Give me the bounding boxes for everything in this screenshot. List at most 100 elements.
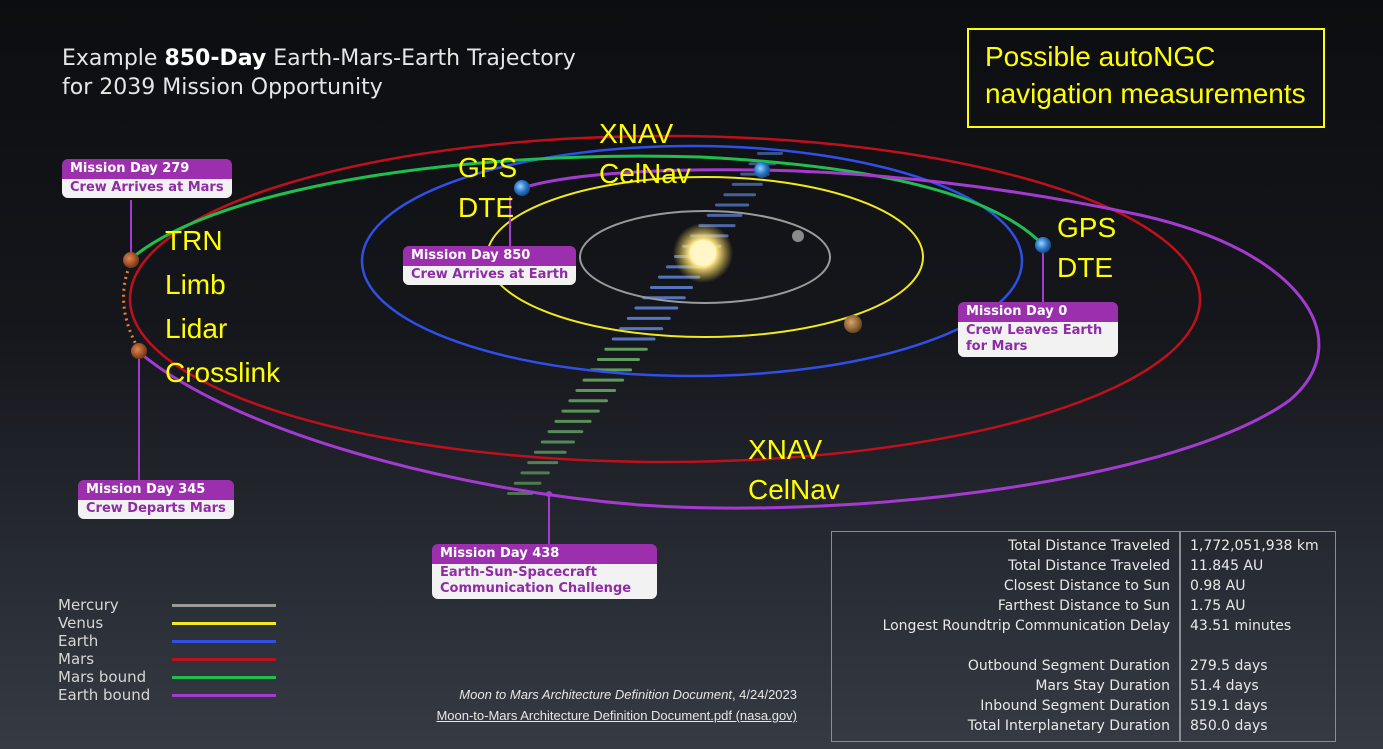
- legend-item: Earth: [58, 632, 288, 650]
- band-dash: [731, 182, 763, 186]
- band-dash: [757, 152, 783, 155]
- callout-day0-body: Crew Leaves Earth for Mars: [958, 322, 1118, 357]
- dte-label: DTE: [458, 192, 514, 223]
- citation: Moon to Mars Architecture Definition Doc…: [372, 684, 797, 726]
- band-dash: [575, 388, 617, 392]
- callout-day0-head: Mission Day 0: [958, 302, 1118, 322]
- sun-core: [690, 240, 716, 266]
- gps-label: GPS: [458, 152, 518, 183]
- mercury-planet: [792, 230, 804, 242]
- legend-label: Earth bound: [58, 686, 151, 704]
- band-dash: [547, 430, 584, 434]
- band-dash: [596, 358, 640, 362]
- legend-item: Venus: [58, 614, 288, 632]
- legend-swatch: [172, 657, 276, 661]
- callout-day0: Mission Day 0 Crew Leaves Earth for Mars: [958, 302, 1118, 357]
- legend-label: Mars bound: [58, 668, 147, 686]
- band-dash: [540, 440, 576, 444]
- legend-swatch: [172, 639, 276, 643]
- stats-label: Total Distance Traveled: [1008, 538, 1170, 554]
- gps-label: GPS: [1057, 212, 1117, 243]
- legend-swatch: [172, 603, 276, 607]
- limb-label: Limb: [165, 269, 226, 300]
- title-suffix: Earth-Mars-Earth Trajectory: [266, 46, 576, 71]
- legend-item: Mercury: [58, 596, 288, 614]
- celnav-label: CelNav: [748, 474, 840, 505]
- callout-day279-body: Crew Arrives at Mars: [62, 179, 232, 198]
- band-dash: [626, 316, 671, 320]
- xnav-label: XNAV: [748, 434, 823, 465]
- band-dash: [634, 306, 679, 310]
- earth-orbit: [360, 144, 1024, 378]
- stats-value: 519.1 days: [1190, 698, 1268, 714]
- stats-label: Total Distance Traveled: [1008, 558, 1170, 574]
- stats-value: 51.4 days: [1190, 678, 1259, 694]
- callout-day279: Mission Day 279 Crew Arrives at Mars: [62, 159, 232, 198]
- stats-value: 850.0 days: [1190, 718, 1268, 734]
- earth-planet-day0: [1035, 237, 1051, 253]
- earth-planet-day850: [514, 180, 530, 196]
- band-dash: [604, 347, 648, 351]
- stats-value: 0.98 AU: [1190, 578, 1246, 594]
- band-dash: [706, 213, 743, 217]
- slide-title: Example 850-Day Earth-Mars-Earth Traject…: [62, 44, 576, 102]
- lidar-label: Lidar: [165, 313, 228, 344]
- mars-bound-trajectory: [131, 154, 1045, 260]
- callout-day345: Mission Day 345 Crew Departs Mars: [78, 480, 234, 519]
- stats-label: Farthest Distance to Sun: [997, 598, 1170, 614]
- stats-label: Longest Roundtrip Communication Delay: [882, 618, 1170, 634]
- stats-value: 43.51 minutes: [1190, 618, 1292, 634]
- callout-day345-head: Mission Day 345: [78, 480, 234, 500]
- legend-item: Earth bound: [58, 686, 288, 704]
- legend-label: Venus: [58, 614, 104, 632]
- band-dash: [582, 378, 625, 382]
- stats-value: 11.845 AU: [1190, 558, 1264, 574]
- callout-day850: Mission Day 850 Crew Arrives at Earth: [403, 246, 577, 285]
- earth-planet-top: [754, 162, 770, 178]
- mercury-orbit: [579, 210, 831, 304]
- citation-date: , 4/24/2023: [731, 687, 797, 702]
- callout-day279-head: Mission Day 279: [62, 159, 232, 179]
- callout-day438-body: Earth-Sun-Spacecraft Communication Chall…: [432, 564, 657, 599]
- mars-methods-label: TRN Limb Lidar Crosslink: [165, 219, 280, 395]
- band-dash: [533, 450, 567, 454]
- citation-doc: Moon to Mars Architecture Definition Doc…: [459, 687, 732, 702]
- dte-label: DTE: [1057, 252, 1113, 283]
- stats-label: Mars Stay Duration: [1035, 678, 1170, 694]
- mars-orbit: [128, 134, 1202, 464]
- band-dash: [568, 399, 608, 403]
- celnav-label: CelNav: [599, 158, 691, 189]
- stats-row: Total Interplanetary Duration 850.0 days: [832, 718, 1335, 738]
- stats-label: Total Interplanetary Duration: [967, 718, 1170, 734]
- band-dash: [714, 203, 750, 207]
- legend-label: Earth: [58, 632, 99, 650]
- title-prefix: Example: [62, 46, 165, 71]
- mars-planet-day345: [131, 343, 147, 359]
- legend-item: Mars bound: [58, 668, 288, 686]
- band-dash: [723, 193, 757, 197]
- trn-label: TRN: [165, 225, 223, 256]
- title-line2: for 2039 Mission Opportunity: [62, 75, 383, 100]
- galactic-band: [507, 152, 783, 495]
- band-dash: [527, 461, 559, 465]
- legend-label: Mars: [58, 650, 95, 668]
- earth-bound-trajectory: [138, 168, 1321, 510]
- band-dash: [554, 419, 592, 423]
- venus-planet: [844, 315, 862, 333]
- legend-swatch: [172, 621, 276, 625]
- stats-row: Mars Stay Duration 51.4 days: [832, 678, 1335, 698]
- stats-value: 1.75 AU: [1190, 598, 1246, 614]
- stats-divider: [1179, 532, 1181, 741]
- callout-day438-head: Mission Day 438: [432, 544, 657, 564]
- citation-link[interactable]: Moon-to-Mars Architecture Definition Doc…: [436, 708, 797, 723]
- band-dash: [650, 285, 694, 289]
- legend-item: Mars: [58, 650, 288, 668]
- stats-value: 279.5 days: [1190, 658, 1268, 674]
